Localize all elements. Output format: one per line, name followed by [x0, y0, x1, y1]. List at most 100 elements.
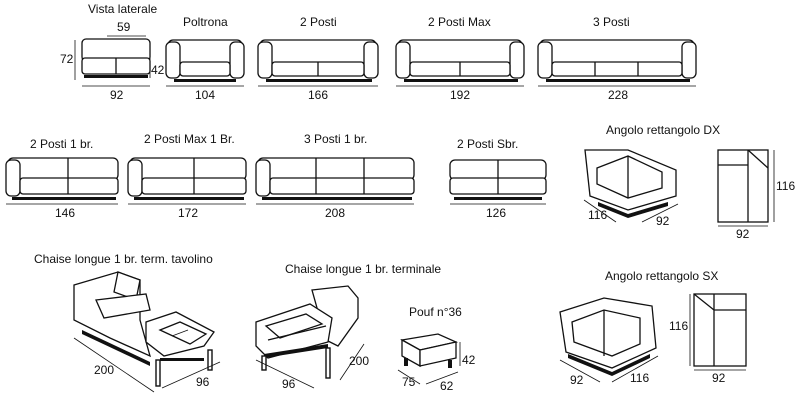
dim-length: 200: [94, 363, 114, 377]
dim-width: 96: [282, 377, 296, 391]
item-angolo-dx: Angolo rettangolo DX 116 92 116 92: [583, 123, 795, 241]
arm-right: [229, 41, 245, 79]
corner-outline: [559, 297, 657, 369]
dim-line: [641, 203, 679, 223]
arm-left: [255, 159, 271, 197]
dim-plan-width: 92: [736, 227, 750, 241]
title-chaise-terminale: Chaise longue 1 br. terminale: [285, 262, 441, 276]
dim-width: 62: [440, 379, 454, 393]
base: [84, 75, 148, 78]
seat-top: [264, 313, 324, 339]
pouf-foot: [448, 360, 452, 368]
dim-plan-width: 92: [712, 371, 726, 385]
item-due-posti-max: 2 Posti Max 192: [395, 15, 525, 102]
dim-plan-height: 116: [669, 319, 688, 333]
plan-outline: [717, 149, 769, 223]
dim-width: 146: [55, 206, 75, 220]
leg: [325, 347, 331, 379]
backrest: [129, 157, 247, 181]
dim-line: [559, 359, 601, 383]
title-pouf: Pouf n°36: [409, 305, 462, 319]
dim-width: 166: [308, 88, 328, 102]
seat: [179, 61, 231, 77]
dim-line: [425, 371, 459, 385]
title-angolo-dx: Angolo rettangolo DX: [606, 123, 720, 137]
title-vista-laterale: Vista laterale: [88, 2, 157, 16]
dim-plan-height: 116: [776, 179, 795, 193]
seat: [269, 177, 415, 195]
title-due-posti-sbr: 2 Posti Sbr.: [457, 137, 518, 151]
base: [134, 197, 244, 200]
dim-line: [161, 361, 221, 389]
pouf-foot: [404, 358, 408, 366]
chaise-table: [145, 311, 215, 357]
leg: [155, 359, 161, 387]
title-due-posti-max: 2 Posti Max: [428, 15, 491, 29]
dim-height: 72: [60, 52, 74, 66]
base: [568, 354, 650, 376]
item-tre-posti-1br: 3 Posti 1 br. 208: [255, 132, 415, 220]
base: [174, 79, 236, 82]
base: [598, 202, 668, 218]
title-due-posti: 2 Posti: [300, 15, 337, 29]
plan-line: [747, 149, 769, 169]
dim-depth-left: 92: [570, 373, 584, 387]
title-due-posti-1br: 2 Posti 1 br.: [30, 137, 93, 151]
corner-outline: [584, 149, 677, 211]
item-due-posti-sbr: 2 Posti Sbr. 126: [449, 137, 547, 220]
base: [454, 197, 542, 200]
base-front: [160, 358, 204, 361]
seat: [19, 177, 119, 195]
glass-line: [171, 329, 189, 337]
dim-height: 42: [462, 353, 476, 367]
item-chaise-tavolino: Chaise longue 1 br. term. tavolino 200 9…: [34, 252, 221, 393]
base: [262, 197, 412, 200]
base: [12, 197, 116, 200]
arm-left: [127, 159, 143, 197]
backrest: [7, 157, 119, 181]
arm-left: [395, 41, 411, 79]
dim-width: 92: [110, 88, 124, 102]
backrest: [257, 157, 415, 181]
dim-width: 208: [325, 206, 345, 220]
item-chaise-terminale: Chaise longue 1 br. terminale 96 200: [255, 262, 441, 391]
item-tre-posti: 3 Posti 228: [537, 15, 697, 102]
back-cushion: [95, 293, 151, 319]
dim-line: [255, 359, 315, 389]
base: [82, 330, 150, 366]
title-poltrona: Poltrona: [183, 15, 228, 29]
item-due-posti: 2 Posti 166: [257, 15, 379, 102]
item-pouf: Pouf n°36 42 75 62: [397, 305, 476, 393]
dim-width: 172: [178, 206, 198, 220]
plan-line: [693, 293, 715, 311]
dim-depth: 75: [402, 375, 416, 389]
arm-left: [537, 41, 553, 79]
plan-outline: [693, 293, 747, 367]
dim-width: 228: [608, 88, 628, 102]
leg: [207, 349, 213, 371]
dim-depth-left: 116: [588, 208, 607, 222]
pouf-right: [419, 341, 457, 367]
dim-line: [611, 355, 659, 383]
dim-seat-height: 42: [151, 63, 165, 77]
title-tre-posti: 3 Posti: [593, 15, 630, 29]
item-due-posti-max-1br: 2 Posti Max 1 Br. 172: [127, 132, 247, 220]
arm-left: [165, 41, 181, 79]
arm-right: [509, 41, 525, 79]
title-angolo-sx: Angolo rettangolo SX: [605, 269, 718, 283]
arm-left: [257, 41, 273, 79]
base: [404, 79, 518, 82]
dim-width: 96: [196, 375, 210, 389]
dim-width: 104: [195, 88, 215, 102]
item-vista-laterale: Vista laterale 59 72 42 92: [60, 2, 165, 102]
item-angolo-sx: Angolo rettangolo SX 92 116 116 92: [559, 269, 747, 387]
dim-depth-right: 92: [656, 214, 670, 228]
title-chaise-tavolino: Chaise longue 1 br. term. tavolino: [34, 252, 213, 266]
dim-line: [73, 337, 155, 393]
base: [266, 79, 372, 82]
dim-length: 200: [349, 354, 369, 368]
dim-line: [583, 199, 617, 223]
seat: [551, 61, 683, 77]
